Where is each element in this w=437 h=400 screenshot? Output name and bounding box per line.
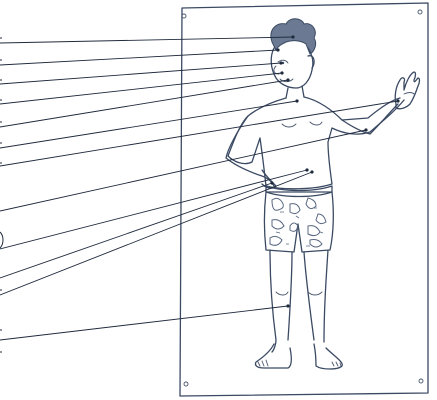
leader-hair [0, 37, 293, 43]
right-leg [304, 250, 328, 342]
leader-wrist [0, 183, 272, 278]
right-hand [395, 72, 419, 109]
leader-eye [0, 63, 281, 84]
leader-lines [0, 35, 400, 340]
pin-bottom-right [419, 379, 423, 383]
pin-bottom-left [184, 382, 188, 386]
poster-board [180, 3, 428, 396]
pin-top-right [418, 10, 422, 14]
swim-shorts [265, 192, 334, 252]
chest [282, 122, 322, 127]
leader-hand [0, 101, 398, 166]
left-leg [270, 250, 292, 352]
torso [228, 98, 404, 189]
leader-navel [0, 170, 307, 249]
leader-forehead [0, 50, 278, 65]
clipped-bracket [0, 232, 3, 248]
leader-leg [0, 306, 288, 340]
leader-nose [0, 73, 282, 104]
nose [274, 66, 279, 74]
clipped-label-marks [0, 38, 3, 352]
left-foot [255, 344, 291, 368]
knees [276, 292, 322, 295]
boy-figure [226, 19, 420, 369]
